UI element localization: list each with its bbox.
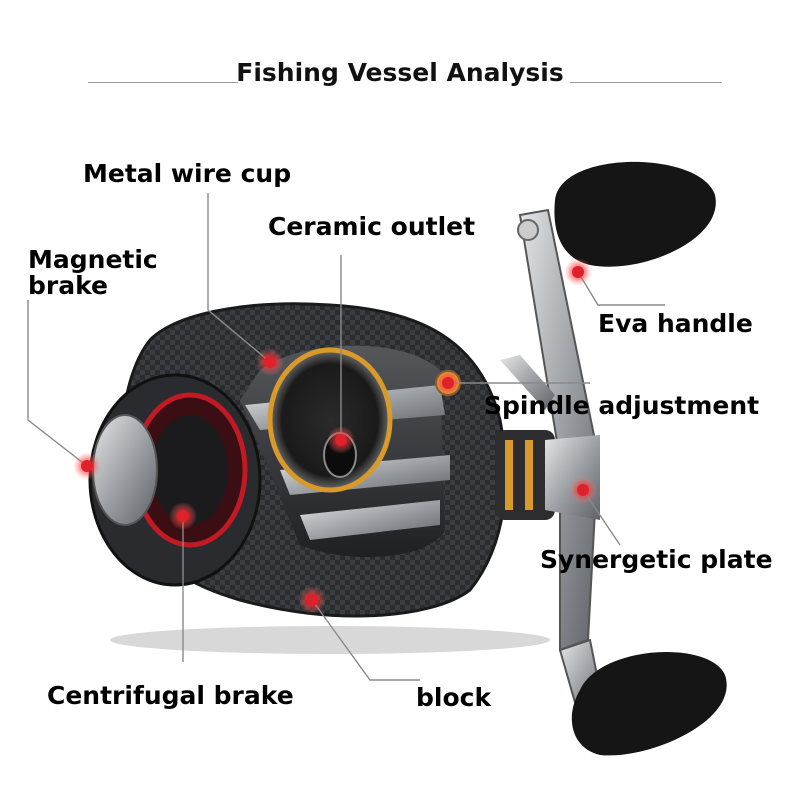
- marker-centrifugal-brake: [169, 502, 197, 530]
- side-plate: [88, 373, 262, 587]
- reel-body: [118, 302, 508, 618]
- title-rule-right: [570, 82, 722, 83]
- reel-shadow: [110, 626, 550, 654]
- label-metal-wire-cup: Metal wire cup: [83, 159, 292, 188]
- label-magnetic-brake: Magnetic brake: [28, 245, 158, 300]
- marker-spindle-adjustment: [434, 369, 462, 397]
- label-synergetic-plate: Synergetic plate: [540, 545, 773, 574]
- label-centrifugal-brake: Centrifugal brake: [47, 681, 294, 710]
- label-spindle-adjustment: Spindle adjustment: [484, 391, 760, 420]
- marker-block: [298, 586, 326, 614]
- leader-magnetic-brake: [27, 300, 88, 467]
- marker-metal-wire-cup: [256, 348, 284, 376]
- label-ceramic-outlet: Ceramic outlet: [268, 212, 476, 241]
- marker-ceramic-outlet: [327, 426, 355, 454]
- marker-eva-handle: [564, 258, 592, 286]
- eva-handle-knobs: [554, 161, 727, 756]
- leader-metal-wire-cup: [207, 193, 271, 363]
- marker-magnetic-brake: [73, 452, 101, 480]
- label-block: block: [416, 683, 492, 712]
- marker-synergetic-plate: [569, 476, 597, 504]
- page-title: Fishing Vessel Analysis: [236, 58, 564, 87]
- leader-block: [311, 599, 420, 681]
- title-rule-left: [88, 82, 238, 83]
- label-eva-handle: Eva handle: [598, 309, 753, 338]
